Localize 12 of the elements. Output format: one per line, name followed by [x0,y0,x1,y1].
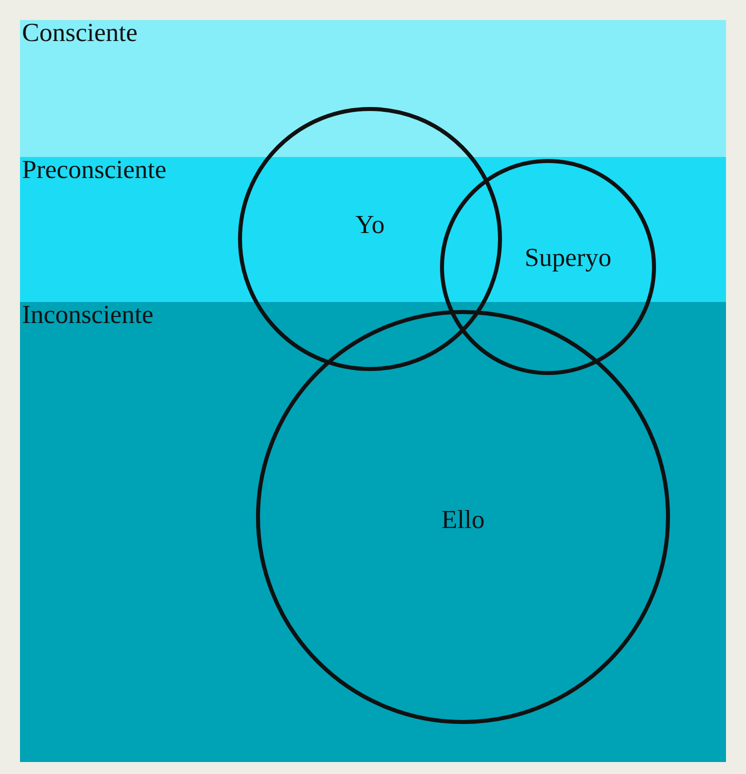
structure-circle [256,310,670,724]
layer-band [20,302,726,762]
structure-label: Yo [355,212,385,238]
layer-label: Inconsciente [22,302,154,328]
structure-label: Superyo [524,245,612,271]
layer-band [20,157,726,302]
layer-label: Preconsciente [22,157,166,183]
structure-circle [440,159,656,375]
layer-label: Consciente [22,20,138,46]
structure-label: Ello [441,507,485,533]
structure-circle [238,107,502,371]
layer-band [20,20,726,157]
